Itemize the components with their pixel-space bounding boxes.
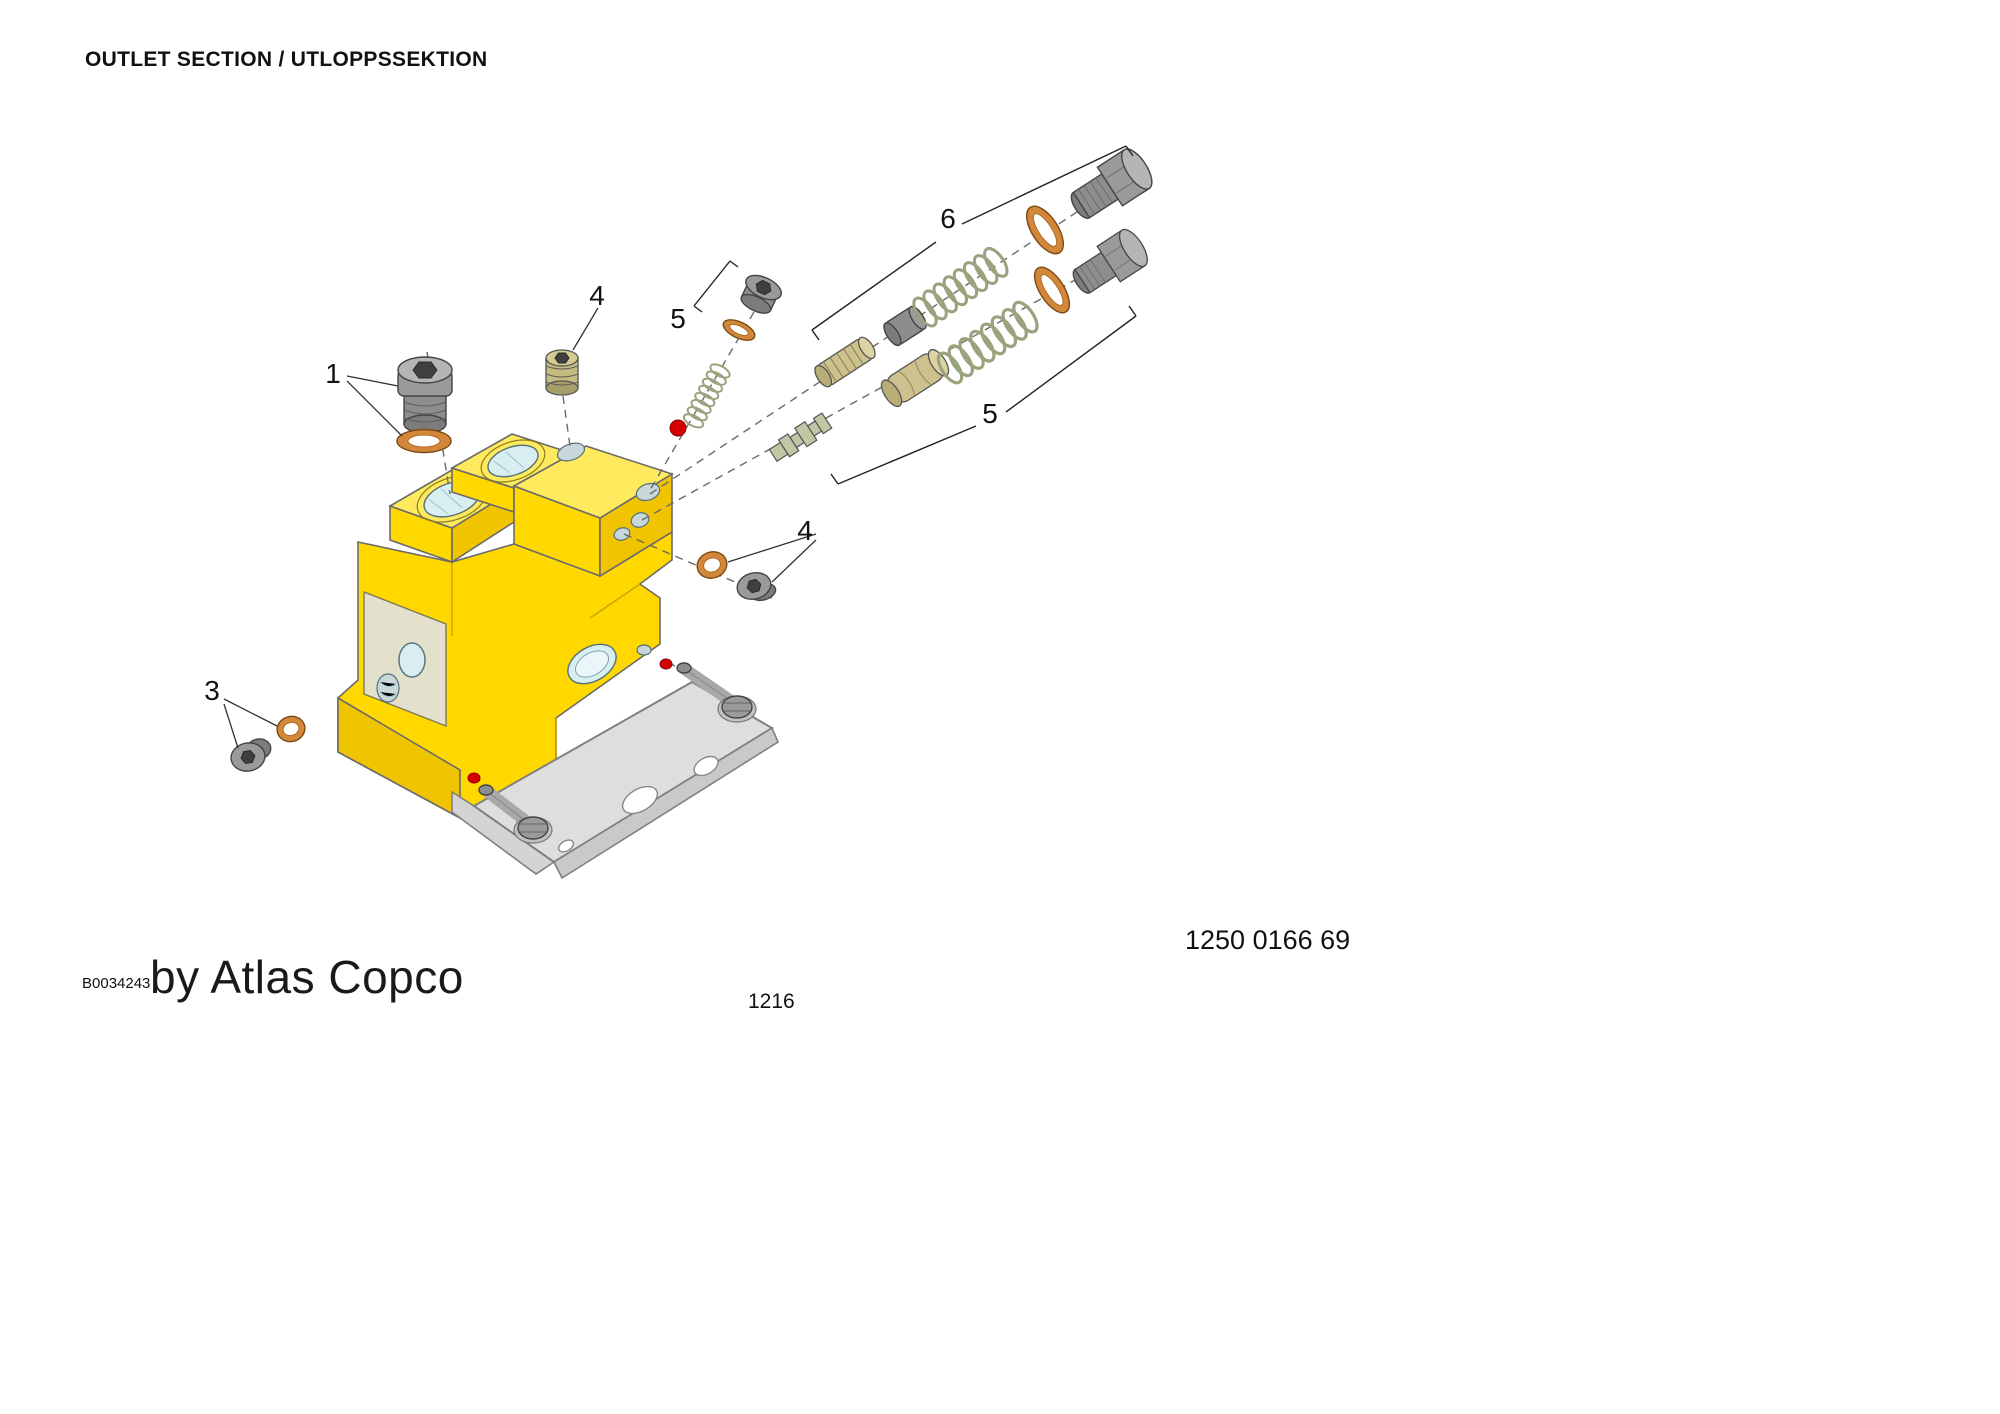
setscrew-item4-top [545,349,579,396]
bracket-hole-2 [693,755,719,777]
brand-line: by Atlas Copco [150,951,464,1003]
callout-4-top: 4 [589,280,605,311]
panel-port [398,642,426,678]
leader-lines [223,307,817,749]
spring-item5-left [680,360,733,432]
hex-socket-icon [240,749,256,765]
callout-6: 6 [940,203,956,234]
panel-threaded-hole [376,673,400,703]
hex-plug-item5-right [1072,228,1148,294]
spool-item5-right [768,412,833,463]
small-hole-lower [636,644,652,656]
check-ball [669,419,687,437]
callout-1: 1 [325,358,341,389]
bushing-item6 [883,305,927,347]
page-number: 1216 [748,990,795,1013]
figure-code: B0034243 [82,975,151,992]
valve-bore-upper [635,482,661,502]
document-number: 1250 0166 69 [1185,925,1351,955]
bracket-bolt-1 [478,784,553,844]
bracket-left-tab [451,790,556,875]
page-title: OUTLET SECTION / UTLOPPSSEKTION [85,48,488,71]
seal-ring-item4-right [696,551,728,579]
callout-3: 3 [204,675,220,706]
setscrew-hole [556,442,586,462]
sleeve-item5-right [880,348,950,408]
bracket-bolt-2 [676,662,757,723]
seal-washer-item5-left [722,319,756,341]
hex-socket-icon [412,361,438,379]
hex-plug-item6 [1070,148,1153,219]
callout-5-left: 5 [670,303,686,334]
plug-item5-left [740,274,782,314]
bracket-hole-3 [557,839,575,853]
valve-body [337,433,674,820]
bracket-hole-1 [621,785,659,815]
seal-washer-item3 [276,715,306,743]
plug-item4-right [736,571,777,602]
hex-socket-icon [755,279,772,296]
outlet-oval-port [567,643,617,685]
hex-socket-icon [746,578,762,594]
boss-right [512,442,674,578]
position-marker-2 [467,772,481,784]
seal-washer-item1 [396,428,452,454]
port-2 [480,439,546,483]
group-brackets [693,145,1137,485]
plug-hole-side [613,527,631,541]
piston-item6 [814,336,876,388]
plug-item1 [397,356,453,434]
seal-washer-item5-right [1033,266,1071,314]
hex-socket-icon [554,352,570,364]
mounting-bracket [451,680,780,880]
callout-4-right: 4 [797,515,813,546]
seal-washer-item6 [1025,205,1065,255]
plug-item3 [230,738,272,772]
position-marker-1 [659,658,673,670]
callout-5-right: 5 [982,398,998,429]
